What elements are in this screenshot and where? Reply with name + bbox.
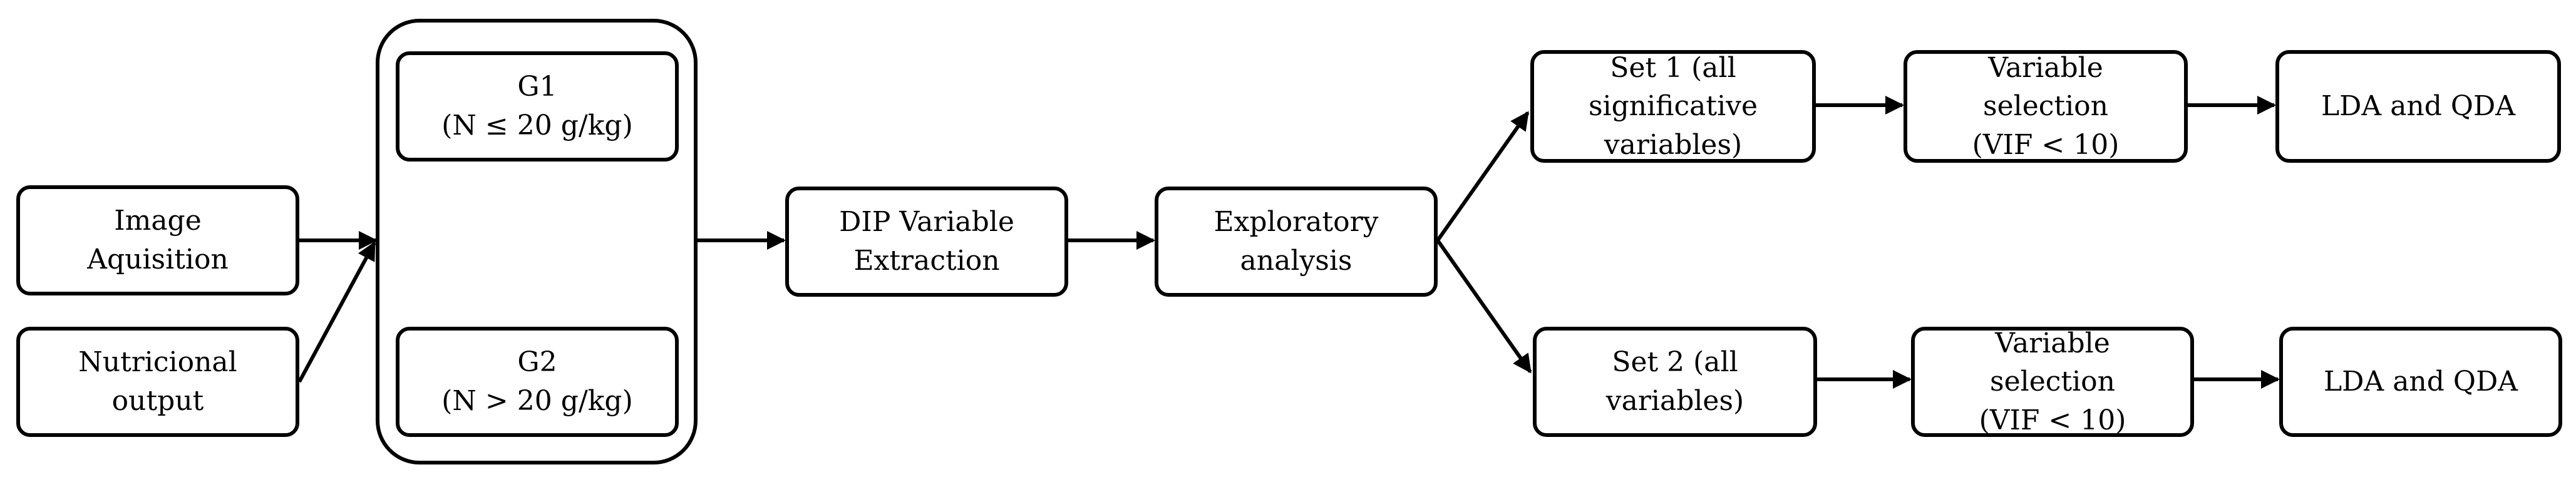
exploratory-line-1: Exploratory <box>1213 206 1379 238</box>
exploratory-line-2: analysis <box>1240 245 1352 277</box>
lda-qda-1-node: LDA and QDA <box>2275 50 2561 163</box>
image-acquisition-node: Image Aquisition <box>16 185 299 295</box>
varsel2-line-3: (VIF < 10) <box>1979 404 2126 436</box>
set2-line-1: Set 2 (all <box>1612 346 1738 379</box>
arrow-nutritional-to-groups <box>297 241 376 383</box>
g1-node: G1 (N ≤ 20 g/kg) <box>396 51 679 162</box>
group-container <box>376 19 698 464</box>
lda-qda-2-node: LDA and QDA <box>2279 327 2562 437</box>
nutritional-output-line-1: Nutricional <box>78 346 237 379</box>
nutritional-output-node: Nutricional output <box>16 327 299 437</box>
dip-line-1: DIP Variable <box>839 206 1014 238</box>
varsel2-line-1: Variable <box>1995 327 2110 359</box>
g1-line-1: G1 <box>517 71 557 103</box>
exploratory-analysis-node: Exploratory analysis <box>1155 187 1438 297</box>
varsel1-line-2: selection <box>1983 90 2108 123</box>
nutritional-output-line-2: output <box>111 385 204 417</box>
set1-node: Set 1 (all significative variables) <box>1530 50 1816 163</box>
dip-extraction-node: DIP Variable Extraction <box>785 187 1068 297</box>
arrow-exploratory-to-set2 <box>1436 239 1532 374</box>
variable-selection-2-node: Variable selection (VIF < 10) <box>1911 327 2194 437</box>
varsel2-line-2: selection <box>1990 366 2115 398</box>
lda1-line-1: LDA and QDA <box>2321 90 2516 123</box>
g1-line-2: (N ≤ 20 g/kg) <box>441 110 633 141</box>
varsel1-line-3: (VIF < 10) <box>1972 128 2120 161</box>
lda2-line-1: LDA and QDA <box>2323 366 2518 398</box>
image-acquisition-line-2: Aquisition <box>87 244 229 275</box>
arrow-exploratory-to-set1 <box>1436 111 1530 242</box>
dip-line-2: Extraction <box>853 245 1000 277</box>
set2-line-2: variables) <box>1605 385 1744 417</box>
g2-line-2: (N > 20 g/kg) <box>441 385 633 417</box>
g2-line-1: G2 <box>517 346 557 379</box>
variable-selection-1-node: Variable selection (VIF < 10) <box>1904 50 2188 163</box>
g2-node: G2 (N > 20 g/kg) <box>396 327 679 437</box>
set2-node: Set 2 (all variables) <box>1533 327 1817 437</box>
set1-line-2: significative <box>1588 90 1758 123</box>
set1-line-3: variables) <box>1604 128 1743 161</box>
set1-line-1: Set 1 (all <box>1610 51 1736 84</box>
image-acquisition-line-1: Image <box>114 205 202 237</box>
varsel1-line-1: Variable <box>1988 51 2103 84</box>
